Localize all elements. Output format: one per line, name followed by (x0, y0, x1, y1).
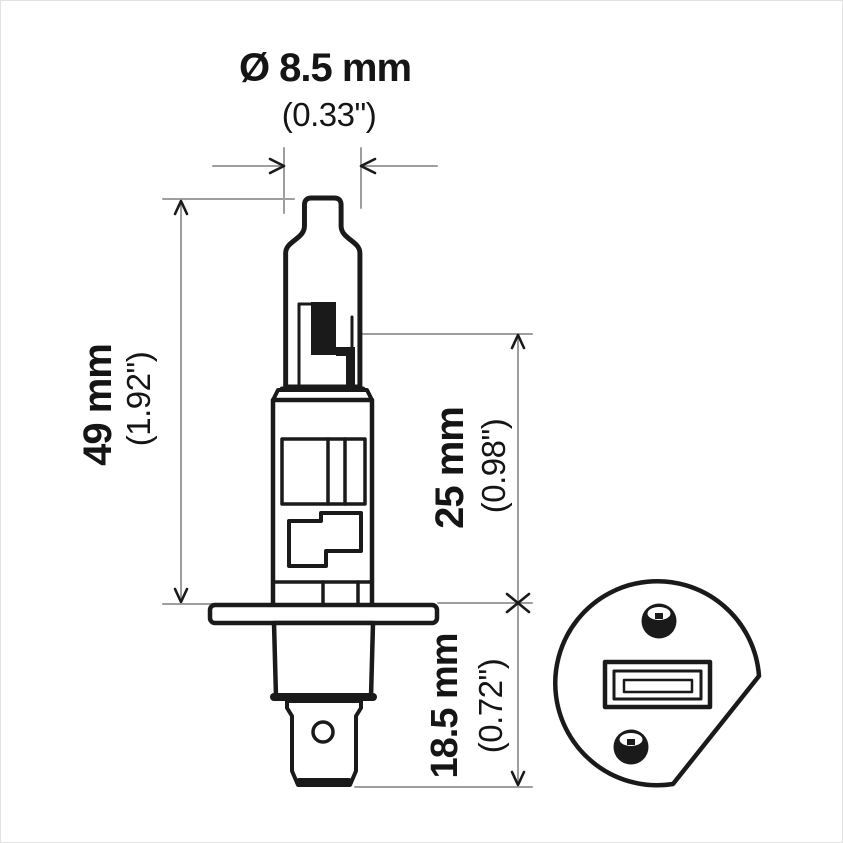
spade-terminal (285, 699, 363, 787)
dim-lower-base (354, 604, 533, 788)
dimension-arrowheads (173, 157, 531, 787)
terminal-slot (602, 659, 713, 710)
dim-overall-length (162, 198, 295, 605)
label-overall-length-imperial: (1.92") (119, 351, 157, 447)
label-upper-base-imperial: (0.98") (474, 418, 512, 514)
retaining-clip-detail (287, 511, 363, 568)
dim-diameter (212, 147, 438, 214)
sleeve-window-detail (280, 437, 367, 506)
label-lower-base-imperial: (0.72") (471, 658, 509, 754)
rivet-ball-bottom (613, 729, 649, 765)
base-plate-view (553, 579, 762, 788)
label-upper-base-metric: 25 mm (428, 407, 472, 529)
filament (297, 302, 355, 389)
label-diameter-imperial: (0.33") (281, 95, 377, 133)
label-lower-base-metric: 18.5 mm (424, 633, 466, 779)
metal-sleeve (270, 388, 375, 609)
sleeve-bottom-detail (271, 580, 374, 607)
label-diameter-metric: Ø 8.5 mm (238, 46, 412, 90)
filament-coil (311, 302, 336, 355)
rivet-ball-top (641, 603, 677, 639)
label-overall-length-metric: 49 mm (76, 344, 120, 466)
base-body (270, 620, 377, 701)
terminal-hole (311, 720, 335, 744)
flange (207, 602, 440, 626)
